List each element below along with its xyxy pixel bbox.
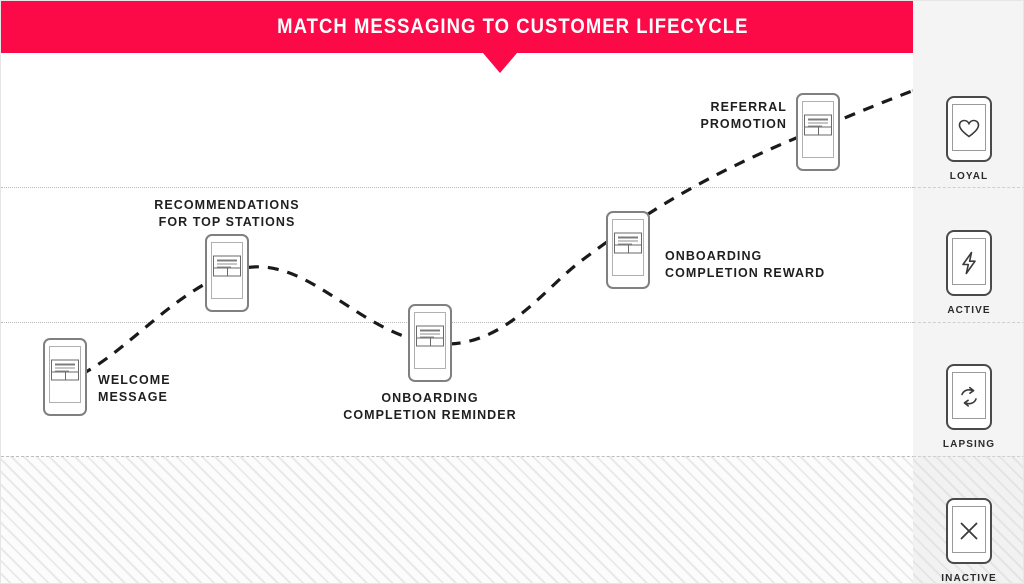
- message-label-line2: MESSAGE: [98, 390, 168, 404]
- sidebar-stage-label: LOYAL: [949, 171, 989, 182]
- message-label-line1: RECOMMENDATIONS: [154, 198, 300, 212]
- message-label-line1: WELCOME: [98, 373, 171, 387]
- lifecycle-stage-sidebar: LOYAL ACTIVE LAPSING: [913, 1, 1023, 584]
- message-label-line2: PROMOTION: [700, 117, 787, 131]
- sidebar-stage-label: INACTIVE: [941, 573, 997, 584]
- message-label-line2: FOR TOP STATIONS: [158, 215, 296, 229]
- sidebar-divider-1: [913, 187, 1023, 188]
- phone-mockup: [205, 234, 249, 312]
- sidebar-divider-2: [913, 322, 1023, 323]
- phone-mockup: [796, 93, 840, 171]
- message-node-recommendations[interactable]: [205, 234, 249, 312]
- notification-card-icon: [51, 359, 79, 381]
- x-close-icon: [946, 498, 992, 564]
- message-label-recommendations: RECOMMENDATIONS FOR TOP STATIONS: [127, 197, 327, 231]
- message-node-onboarding-reminder[interactable]: [408, 304, 452, 382]
- message-node-onboarding-reward[interactable]: [606, 211, 650, 289]
- message-label-line1: ONBOARDING: [381, 391, 479, 405]
- lightning-bolt-icon: [946, 230, 992, 296]
- sidebar-divider-3: [913, 456, 1023, 457]
- sidebar-stage-active[interactable]: ACTIVE: [913, 230, 1023, 316]
- header-banner: MATCH MESSAGING TO CUSTOMER LIFECYCLE: [1, 1, 1023, 53]
- phone-screen: [414, 312, 446, 369]
- phone-mockup: [606, 211, 650, 289]
- sidebar-stage-inactive[interactable]: INACTIVE: [913, 498, 1023, 584]
- gridline-lapsing-inactive: [1, 456, 1023, 457]
- chart-plot-area: [1, 53, 1023, 583]
- refresh-loop-icon: [946, 364, 992, 430]
- phone-screen: [612, 219, 644, 276]
- notification-card-icon: [614, 232, 642, 254]
- sidebar-stage-label: ACTIVE: [947, 305, 991, 316]
- gridline-loyal-active: [1, 187, 1023, 188]
- message-label-onboarding-reward: ONBOARDING COMPLETION REWARD: [665, 248, 885, 282]
- header-notch-triangle: [483, 53, 517, 73]
- phone-screen: [211, 242, 243, 299]
- message-node-welcome[interactable]: [43, 338, 87, 416]
- notification-card-icon: [804, 114, 832, 136]
- message-label-line1: ONBOARDING: [665, 249, 763, 263]
- sidebar-stage-lapsing[interactable]: LAPSING: [913, 364, 1023, 450]
- gridline-active-lapsing: [1, 322, 1023, 323]
- notification-card-icon: [416, 325, 444, 347]
- inactive-band-hatch: [1, 456, 1023, 583]
- phone-mockup: [408, 304, 452, 382]
- phone-screen: [802, 101, 834, 158]
- message-label-onboarding-reminder: ONBOARDING COMPLETION REMINDER: [330, 390, 530, 424]
- message-node-referral-promotion[interactable]: [796, 93, 840, 171]
- heart-icon: [946, 96, 992, 162]
- page-title: MATCH MESSAGING TO CUSTOMER LIFECYCLE: [277, 15, 749, 38]
- message-label-line2: COMPLETION REWARD: [665, 266, 826, 280]
- notification-card-icon: [213, 255, 241, 277]
- phone-mockup: [43, 338, 87, 416]
- message-label-line1: REFERRAL: [710, 100, 787, 114]
- sidebar-stage-loyal[interactable]: LOYAL: [913, 96, 1023, 182]
- message-label-welcome: WELCOME MESSAGE: [98, 372, 248, 406]
- message-label-referral-promotion: REFERRAL PROMOTION: [601, 99, 787, 133]
- phone-screen: [49, 346, 81, 403]
- message-label-line2: COMPLETION REMINDER: [343, 408, 517, 422]
- sidebar-stage-label: LAPSING: [942, 439, 996, 450]
